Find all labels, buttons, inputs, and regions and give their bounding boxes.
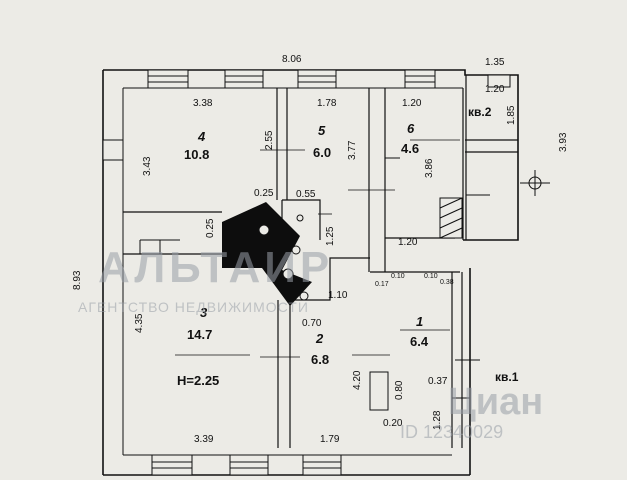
room3-dim-top: 0.25 [205, 218, 216, 238]
site-watermark: Циан [448, 381, 543, 423]
agency-watermark: АЛЬТАИР [98, 243, 333, 292]
room5-dim-right: 3.77 [347, 140, 358, 160]
kv2-label: кв.2 [468, 105, 492, 119]
overall-width: 8.06 [282, 54, 302, 65]
room5-number: 5 [318, 123, 326, 138]
kv2-dim-top-outer: 1.35 [485, 57, 505, 68]
listing-id-watermark: ID 12340029 [400, 422, 503, 442]
room4-number: 4 [197, 129, 206, 144]
room4-dim-top: 3.38 [193, 98, 213, 109]
dimension-lines [175, 139, 460, 358]
room6-dim-right: 3.86 [424, 158, 435, 178]
window-icon [102, 69, 511, 476]
stair-icon [222, 202, 312, 306]
room4-dim-right: 2.55 [264, 130, 275, 150]
room2-number: 2 [315, 331, 324, 346]
room1-dim-plumb: 0.80 [394, 380, 405, 400]
room4-area: 10.8 [184, 147, 209, 162]
room6-dim-top: 1.20 [402, 98, 422, 109]
ceiling-height: H=2.25 [177, 373, 219, 388]
small-dim-3: 0.10 [424, 273, 438, 280]
room1-dim-corner: 0.38 [440, 279, 454, 286]
overall-height: 8.93 [72, 270, 83, 290]
room6-area: 4.6 [401, 141, 419, 156]
room1-dim-small: 0.20 [383, 418, 403, 429]
room3-dim-bottom: 3.39 [194, 434, 214, 445]
room5-dim-small1: 0.25 [254, 188, 274, 199]
hatch-block [439, 197, 463, 239]
room2-dim-top: 1.10 [328, 290, 348, 301]
kv2-dim-outer: 3.93 [558, 132, 569, 152]
room4-dim-left: 3.43 [142, 156, 153, 176]
room5-dim-top: 1.78 [317, 98, 337, 109]
room2-dim-upper: 1.25 [325, 226, 336, 246]
room2-dim-right: 4.20 [352, 370, 363, 390]
room6-number: 6 [407, 121, 415, 136]
room1-area: 6.4 [410, 334, 429, 349]
kv2-dim-top-inner: 1.20 [485, 84, 505, 95]
room2-dim-bottom: 1.79 [320, 434, 340, 445]
room3-area: 14.7 [187, 327, 212, 342]
room6-dim-bottom: 1.20 [398, 237, 418, 248]
room3-number: 3 [200, 305, 208, 320]
small-dim-2: 0.17 [375, 281, 389, 288]
room3-dim-left: 4.35 [134, 313, 145, 333]
room2-area: 6.8 [311, 352, 329, 367]
room1-dim-door: 0.37 [428, 376, 448, 387]
room2-dim-small: 0.70 [302, 318, 322, 329]
agency-watermark-sub: АГЕНТСТВО НЕДВИЖИМОСТИ [78, 299, 309, 315]
room5-dim-small2: 0.55 [296, 189, 316, 200]
room5-area: 6.0 [313, 145, 331, 160]
compass-icon [520, 170, 550, 196]
room1-number: 1 [416, 314, 423, 329]
small-dim-1: 0.10 [391, 273, 405, 280]
kv2-dim-side: 1.85 [506, 105, 517, 125]
plumbing-block [369, 371, 389, 411]
kv1-label: кв.1 [495, 370, 519, 384]
room1-dim-right: 1.28 [432, 410, 443, 430]
